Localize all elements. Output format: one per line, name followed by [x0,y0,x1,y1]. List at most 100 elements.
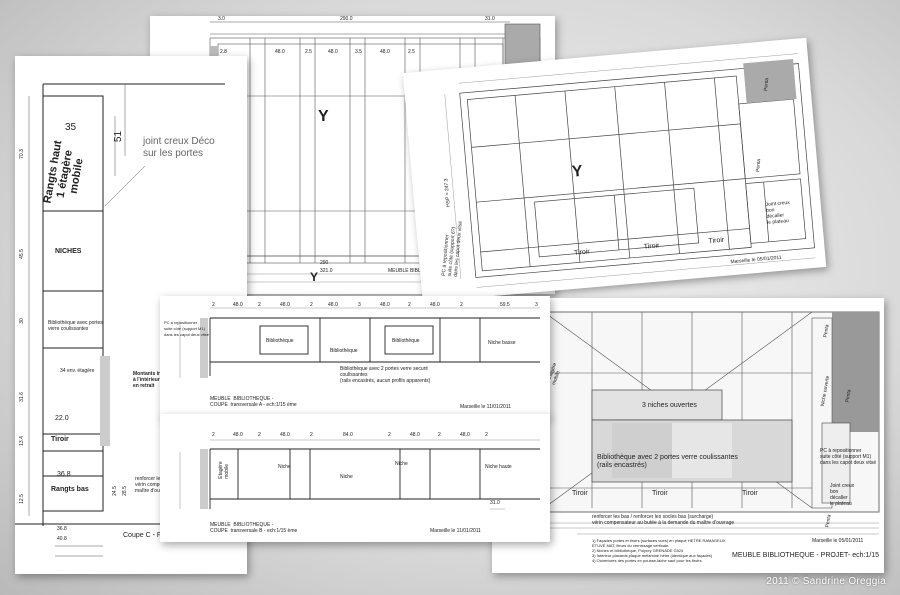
dim-row-1: 48.0 [275,49,285,55]
plan-sheet-coupe-a: 2 48.0 2 48.0 2 48.0 3 48.0 2 48.0 2 59.… [160,296,550,418]
svg-text:Y: Y [571,163,583,181]
coupe-b-niche-1: Niche [278,464,291,470]
coupe-a-dim-4: 2 [310,302,313,308]
coupe-a-biblio-3: Bibliothèque [392,338,420,344]
persp-tiroir-2: Tiroir [643,242,660,251]
dim-290: 290 [320,260,329,266]
right-tiroir-2: Tiroir [652,490,668,497]
plan-sheet-right-project: 3 niches ouvertes Bibliothèque avec 2 po… [492,298,884,573]
coupe-b-dim-7: 48.0 [410,432,420,438]
photo-credit: 2011 © Sandrine Oreggia [766,576,886,587]
coupe-a-niche-basse: Niche basse [488,340,516,346]
left-dim-35: 35 [65,122,77,133]
left-side-dim-4: 13.4 [18,436,25,446]
persp-tiroir-1: Tiroir [573,248,591,257]
coupe-a-dim-0: 2 [212,302,215,308]
coupe-a-dim-1: 48.0 [233,302,243,308]
coupe-b-dim-2: 2 [258,432,261,438]
dim-top-mid: 290.0 [340,16,353,22]
dim-row-4: 3.5 [355,49,362,55]
coupe-a-biblio-2: Bibliothèque [330,348,358,354]
left-dim-368: 36.8 [57,471,71,478]
coupe-a-dim-12: 3 [535,302,538,308]
persp-penta-2: Penta [755,158,763,173]
coupe-a-dim-7: 48.0 [380,302,390,308]
left-tiroir: Tiroir [51,436,69,443]
coupe-a-dim-5: 48.0 [328,302,338,308]
left-montants: Montants in à l'intérieur en retrait [133,371,162,389]
coupe-b-dim-10: 2 [485,432,488,438]
coupe-b-dim-9: 48.0 [460,432,470,438]
dim-row-2: 2.5 [305,49,312,55]
right-tiroir-3: Tiroir [742,490,758,497]
persp-tiroir-3: Tiroir [708,236,725,246]
coupe-a-biblio-1: Bibliothèque [266,338,294,344]
coupe-b-dim-8: 2 [438,432,441,438]
coupe-a-dim-3: 48.0 [280,302,290,308]
left-dim-51: 51 [113,130,125,143]
left-dim-245: 24.5 [111,486,118,496]
left-dim-285: 28.5 [121,486,128,496]
right-joint-creux: Joint creux bon décaller le plateau [830,483,855,507]
coupe-b-dim-3: 48.0 [280,432,290,438]
left-side-dim-2: 30 [18,318,25,324]
coupe-b-dim-1: 48.0 [233,432,243,438]
persp-penta-1: Penta [763,77,771,92]
right-project-drawing [543,311,880,535]
left-niches: NICHES [55,248,82,255]
left-dim-22: 22.0 [55,415,69,422]
coupe-b-title: MEUBLE BIBLIOTHEQUE - COUPE transversale… [210,522,298,534]
right-tiroir-1: Tiroir [572,490,588,497]
right-date: Marseille le 05/01/2011 [812,538,864,544]
left-side-dim-5: 12.5 [18,494,25,504]
coupe-b-etagere-mobile: Etagère mobile [217,461,230,479]
right-pc-note: PC à repositionner suite côté (support M… [820,448,877,466]
persp-joint-creux: Joint creux bon décaller le plateau [765,199,790,226]
left-side-dim-3: 31.6 [18,392,25,402]
left-side-dim-1: 45.5 [18,249,25,259]
coupe-a-pc-note: PC à repositionner suite côté (support M… [164,320,209,337]
plan-sheet-perspective: Y Tiroir Tiroir Tiroir Penta Penta Joint… [402,37,827,303]
coupe-a-dim-6: 3 [358,302,361,308]
left-rangts-bas: Rangts bas [51,486,89,493]
left-coupe-c: Coupe C - F [123,532,162,539]
dim-row-3: 48.0 [328,49,338,55]
svg-text:Y: Y [310,270,318,284]
coupe-a-drawing [179,307,540,378]
coupe-a-dim-2: 2 [258,302,261,308]
left-side-dim-0: 70.3 [18,149,25,159]
left-etagere-34: 34 env. étagère [60,368,95,374]
dim-top-left: 3.0 [218,16,225,22]
right-notes: 1) Façades portes et tiroirs (surfaces v… [592,538,726,563]
dim-row-6: 2.5 [408,49,415,55]
dim-row-0: 2.8 [220,49,227,55]
coupe-b-dim-6: 2 [388,432,391,438]
coupe-b-niche-3: Niche [395,461,408,467]
coupe-b-drawing [179,439,540,510]
coupe-b-dim-5: 84.0 [343,432,353,438]
left-dim-368b: 36.8 [57,526,67,532]
coupe-b-dim-0: 2 [212,432,215,438]
coupe-a-date: Marseille le 11/01/2011 [460,404,511,410]
plan-sheet-coupe-b: 2 48.0 2 48.0 2 84.0 2 48.0 2 48.0 2 Eta… [160,414,550,542]
left-biblio-portes: Bibliothèque avec portes verre coulissan… [48,320,103,332]
right-bibliotheque: Bibliothèque avec 2 portes verre couliss… [597,454,738,469]
perspective-drawing: Y [444,53,816,288]
dim-321: 321.0 [320,268,333,274]
right-trois-niches: 3 niches ouvertes [642,402,697,409]
coupe-b-date: Marseille le 11/01/2011 [430,528,481,534]
dim-row-5: 48.0 [380,49,390,55]
dim-top-right: 31.0 [485,16,495,22]
coupe-a-dim-8: 2 [408,302,411,308]
coupe-a-title: MEUBLE BIBLIOTHEQUE - COUPE transversale… [210,396,297,408]
coupe-b-dim-4: 2 [310,432,313,438]
coupe-a-portes-verre: Bibliothèque avec 2 portes verre securit… [340,366,431,384]
coupe-a-dim-9: 48.0 [430,302,440,308]
right-title: MEUBLE BIBLIOTHEQUE - PROJET- ech:1/15 [732,552,880,559]
left-joint-note: joint creux Déco sur les portes [143,136,215,159]
coupe-b-dim-31: 31.0 [490,500,500,506]
right-renfort-note: renforcer les bas / renforcer les socles… [592,514,735,526]
left-dim-408: 40.8 [57,536,67,542]
coupe-b-niche-haute: Niche haute [485,464,512,470]
coupe-a-dim-11: 59.5 [500,302,510,308]
